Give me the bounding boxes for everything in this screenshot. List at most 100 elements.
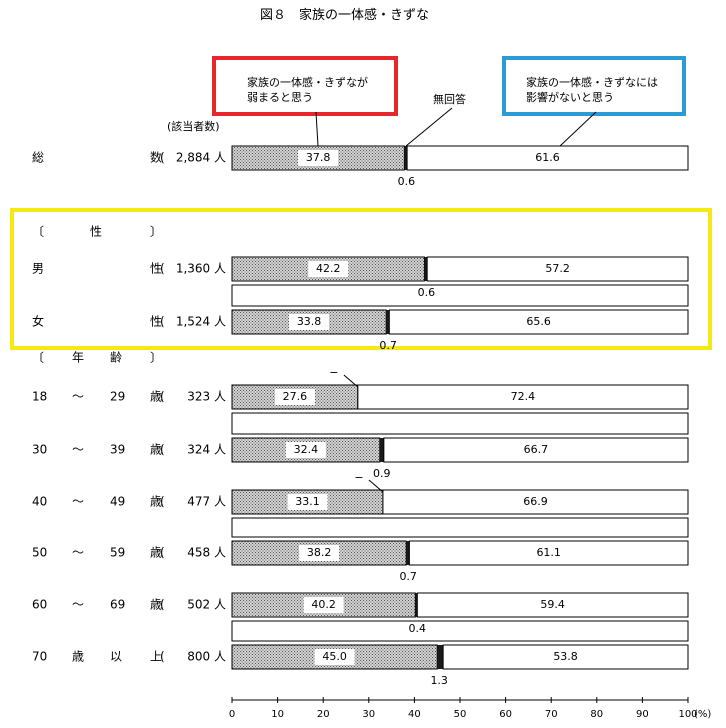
- row-label-0-0: 総: [32, 151, 44, 165]
- bar-no-answer-6: [406, 541, 410, 565]
- label-weaken-4: 32.4: [294, 443, 319, 456]
- bar-no-effect-7: [416, 592, 689, 618]
- row-label-6-2: 59: [110, 546, 125, 560]
- group-header-1-2: 〕: [150, 225, 162, 239]
- x-tick-label-1: 10: [271, 709, 284, 720]
- x-tick-label-9: 90: [636, 709, 649, 720]
- label-bg-weaken-4: [285, 442, 326, 458]
- label-no-effect-6: 61.1: [536, 546, 561, 559]
- row-label-1-0: 男: [32, 262, 44, 276]
- label-no-effect-8: 53.8: [553, 650, 578, 663]
- highlight-weaken-box: [212, 56, 398, 116]
- label-bg-weaken-3: [274, 389, 315, 405]
- bar-no-answer-2: [386, 310, 390, 334]
- row-label-4-2: 39: [110, 443, 125, 457]
- row-label-7-0: 60: [32, 598, 47, 612]
- group-header-2-3: 〕: [150, 351, 162, 365]
- label-weaken-3: 27.6: [283, 390, 308, 403]
- bar-no-effect-0: [406, 145, 689, 171]
- row-paren-3: (: [160, 390, 165, 404]
- label-weaken-0: 37.8: [306, 151, 331, 164]
- label-weaken-2: 33.8: [297, 315, 322, 328]
- row-label-6-1: 〜: [72, 546, 84, 560]
- x-tick-label-6: 60: [499, 709, 512, 720]
- chart-title: 図８ 家族の一体感・きずな: [260, 8, 430, 23]
- leader-weaken: [315, 111, 319, 147]
- group-header-1-1: 性: [90, 225, 102, 239]
- row-paren-2: (: [160, 315, 165, 329]
- bar-no-effect-5: [382, 489, 689, 515]
- row-label-8-2: 以: [110, 650, 122, 664]
- label-no-answer-4: 0.9: [373, 467, 391, 480]
- label-bg-weaken-5: [287, 494, 328, 510]
- label-bg-weaken-1: [308, 261, 349, 277]
- bar-no-effect-2: [388, 309, 689, 335]
- row-paren-6: (: [160, 546, 165, 560]
- row-n-2: 1,524 人: [176, 315, 226, 329]
- row-label-7-2: 69: [110, 598, 125, 612]
- label-no-answer-1: 0.6: [418, 286, 436, 299]
- legend-no-effect-line1: 家族の一体感・きずなには: [526, 76, 658, 89]
- legend-no-answer: 無回答: [433, 93, 466, 106]
- row-label-7-1: 〜: [72, 598, 84, 612]
- x-tick-label-4: 40: [408, 709, 421, 720]
- row-n-1: 1,360 人: [176, 262, 226, 276]
- label-weaken-7: 40.2: [311, 598, 336, 611]
- label-no-effect-3: 72.4: [511, 390, 536, 403]
- leader-no-answer-3: [343, 374, 359, 388]
- row-label-3-0: 18: [32, 390, 47, 404]
- label-no-effect-4: 66.7: [524, 443, 549, 456]
- highlight-gender-box: [10, 208, 712, 350]
- label-no-effect-7: 59.4: [540, 598, 565, 611]
- row-label-4-1: 〜: [72, 443, 84, 457]
- bar-no-answer-1: [424, 257, 428, 281]
- bar-no-effect-6: [408, 540, 689, 566]
- label-bg-weaken-2: [289, 314, 330, 330]
- bars-layer: [231, 145, 689, 670]
- label-bg-weaken-7: [303, 597, 344, 613]
- row-label-7-3: 歳: [150, 598, 162, 612]
- leader-no-answer: [405, 107, 453, 147]
- label-weaken-8: 45.0: [322, 650, 347, 663]
- row-n-6: 458 人: [187, 546, 226, 560]
- row-label-0-1: 数: [150, 150, 162, 165]
- label-no-effect-5: 66.9: [523, 495, 548, 508]
- label-no-effect-1: 57.2: [545, 262, 570, 275]
- label-no-answer-0: 0.6: [398, 175, 416, 188]
- group-header-2-0: 〔: [32, 351, 44, 365]
- row-frame-1: [231, 284, 689, 307]
- respondents-label: (該当者数): [167, 120, 220, 133]
- row-paren-5: (: [160, 495, 165, 509]
- row-label-2-1: 性: [150, 315, 162, 329]
- bar-no-effect-4: [383, 437, 689, 463]
- row-label-2-0: 女: [32, 314, 44, 329]
- x-tick-label-8: 80: [590, 709, 603, 720]
- label-no-effect-2: 65.6: [526, 315, 551, 328]
- row-label-1-1: 性: [150, 262, 162, 276]
- leader-no-answer-5: [368, 479, 384, 493]
- row-n-0: 2,884 人: [176, 151, 226, 165]
- label-no-answer-5: −: [354, 471, 363, 484]
- bar-no-effect-1: [426, 256, 689, 282]
- bar-no-answer-7: [415, 593, 418, 617]
- label-no-effect-0: 61.6: [535, 151, 560, 164]
- label-weaken-5: 33.1: [295, 495, 320, 508]
- row-label-4-0: 30: [32, 443, 47, 457]
- x-tick-label-0: 0: [229, 709, 235, 720]
- row-label-6-0: 50: [32, 546, 47, 560]
- label-bg-weaken-6: [299, 545, 340, 561]
- legend-weaken-line2: 弱まると思う: [247, 91, 313, 104]
- row-label-5-1: 〜: [72, 495, 84, 509]
- row-label-4-3: 歳: [150, 443, 162, 457]
- row-label-5-2: 49: [110, 495, 125, 509]
- row-label-5-0: 40: [32, 495, 47, 509]
- label-weaken-6: 38.2: [307, 546, 332, 559]
- row-frame-3: [231, 412, 689, 435]
- label-no-answer-7: 0.4: [409, 622, 427, 635]
- legend-no-effect-line2: 影響がないと思う: [526, 91, 614, 104]
- x-tick-label-5: 50: [454, 709, 467, 720]
- row-label-3-2: 29: [110, 390, 125, 404]
